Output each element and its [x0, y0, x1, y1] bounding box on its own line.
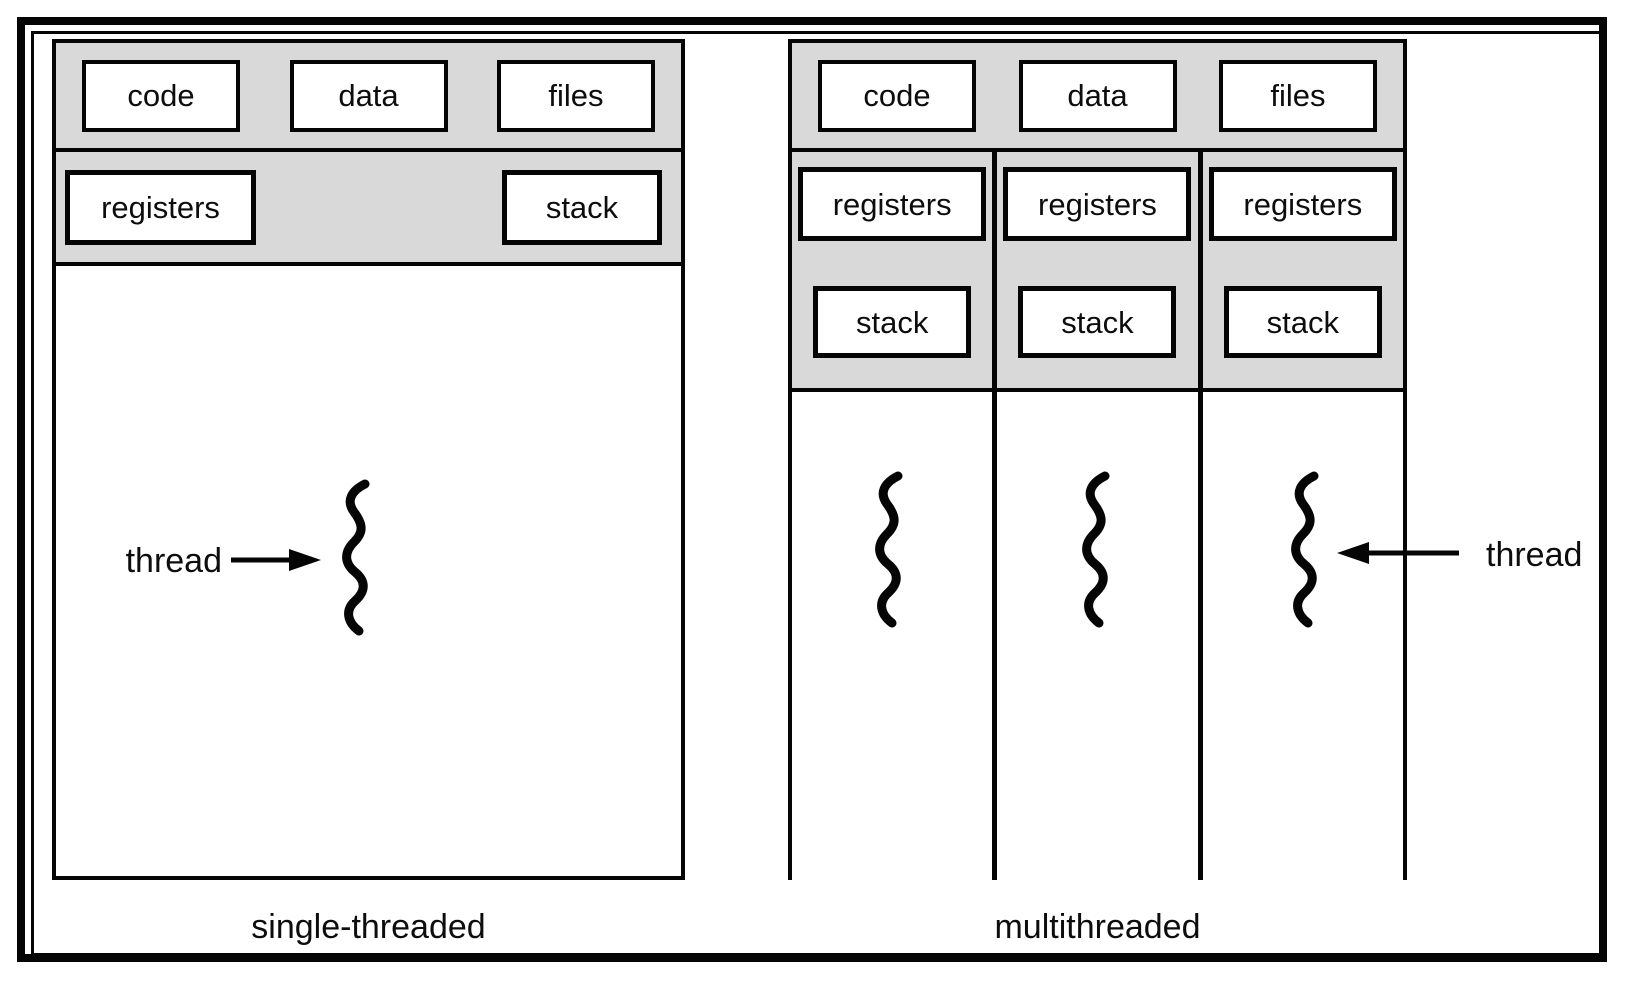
- files-label: files: [1270, 78, 1326, 113]
- registers-label: registers: [1243, 186, 1363, 222]
- left-arrow-icon: [1337, 542, 1459, 564]
- stack-box: stack: [1223, 286, 1382, 358]
- thread-columns: registers stack registers stack: [792, 152, 1403, 880]
- code-label: code: [127, 78, 195, 113]
- data-label: data: [338, 78, 399, 113]
- thread-label-left: thread: [125, 542, 222, 580]
- registers-box: registers: [65, 169, 256, 245]
- thread-column-2: registers stack: [992, 152, 1198, 880]
- thread-column-1: registers stack: [792, 152, 993, 880]
- thread-private-area: registers stack: [1202, 152, 1403, 392]
- right-arrow-icon: [231, 549, 321, 571]
- caption-single-threaded: single-threaded: [251, 908, 486, 946]
- shared-resources-bar: code data files: [792, 43, 1403, 152]
- single-threaded-process-box: code data files registers stack: [52, 39, 685, 880]
- multithreaded-process-box: code data files registers stack: [788, 39, 1407, 880]
- thread-squiggle-icon: [875, 471, 903, 628]
- data-box: data: [289, 59, 448, 132]
- code-box: code: [82, 59, 240, 132]
- files-box: files: [1219, 59, 1377, 132]
- registers-label: registers: [1038, 186, 1157, 222]
- outer-border-frame: [17, 17, 1607, 962]
- thread-private-area: registers stack: [792, 152, 993, 392]
- stack-label: stack: [545, 189, 619, 225]
- stack-box: stack: [813, 286, 972, 358]
- data-box: data: [1018, 59, 1177, 132]
- thread-private-area: registers stack: [997, 152, 1198, 392]
- registers-box: registers: [1003, 167, 1192, 241]
- stack-label: stack: [855, 304, 929, 340]
- stack-box: stack: [1018, 286, 1177, 358]
- registers-label: registers: [832, 186, 952, 222]
- registers-box: registers: [798, 167, 987, 241]
- files-label: files: [548, 78, 604, 113]
- data-label: data: [1067, 78, 1128, 113]
- thread-column-3: registers stack: [1197, 152, 1403, 880]
- stack-label: stack: [1061, 304, 1134, 340]
- code-box: code: [818, 59, 976, 132]
- thread-squiggle-icon: [1082, 471, 1110, 628]
- registers-stack-bar: registers stack: [56, 152, 681, 266]
- thread-body: [997, 392, 1198, 880]
- thread-squiggle-icon: [1291, 471, 1319, 628]
- stack-box: stack: [502, 169, 662, 245]
- inner-border-frame: [31, 31, 1603, 956]
- shared-resources-bar: code data files: [56, 43, 681, 152]
- caption-multithreaded: multithreaded: [994, 908, 1201, 946]
- thread-label-right: thread: [1486, 536, 1583, 574]
- code-label: code: [863, 78, 931, 113]
- stack-label: stack: [1266, 304, 1339, 340]
- thread-squiggle-icon: [342, 479, 370, 636]
- thread-body: [1202, 392, 1403, 880]
- files-box: files: [497, 59, 655, 132]
- registers-box: registers: [1208, 167, 1397, 241]
- thread-body: [792, 392, 993, 880]
- registers-label: registers: [101, 189, 220, 225]
